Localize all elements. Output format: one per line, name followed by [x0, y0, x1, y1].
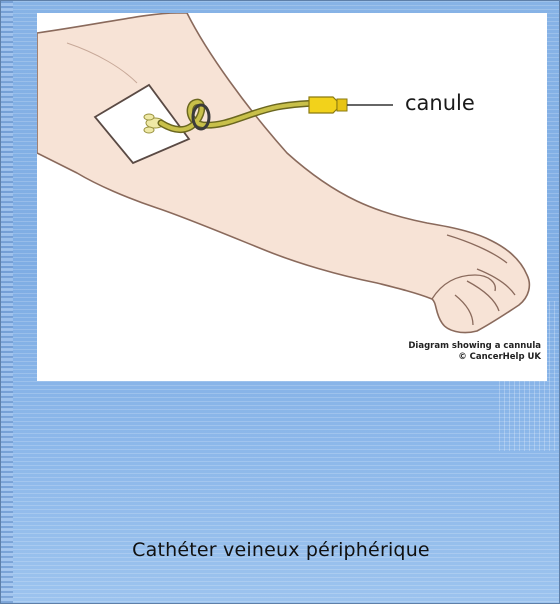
decorative-stripe: [1, 1, 13, 603]
cannula-illustration: [37, 13, 547, 381]
cannula-label: canule: [405, 91, 475, 115]
image-credit: Diagram showing a cannula © CancerHelp U…: [408, 341, 541, 363]
diagram-panel: canule Diagram showing a cannula © Cance…: [37, 13, 547, 381]
connector: [309, 97, 347, 113]
slide-caption: Cathéter veineux périphérique: [1, 539, 560, 561]
credit-line-2: © CancerHelp UK: [408, 352, 541, 363]
arm: [37, 13, 529, 333]
credit-line-1: Diagram showing a cannula: [408, 341, 541, 352]
